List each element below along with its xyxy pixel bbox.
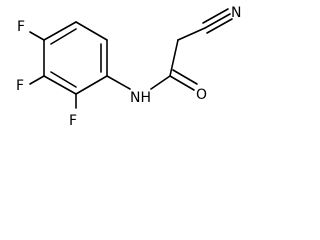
carbonyl-oxygen-label: O [196, 87, 207, 103]
ring-double-bond [50, 28, 77, 45]
structure-diagram: F F F NH O N [16, 5, 241, 129]
cc-bond [177, 27, 206, 41]
ring-bond [43, 21, 77, 41]
nitrile-triple-bond [202, 8, 229, 24]
molecule-drawing: F F F NH O N [16, 5, 241, 129]
benzene-ring [43, 21, 108, 95]
co-double-bond [169, 75, 195, 91]
ring-bond [43, 75, 77, 95]
fluorine-label-middle: F [16, 78, 24, 94]
cn-bond-aryl [106, 75, 131, 90]
co-double-bond [172, 69, 198, 85]
cc-bond [169, 39, 179, 77]
cf-bond-middle [29, 75, 45, 85]
nitrile-triple-bond [204, 13, 231, 29]
amide-nitrogen-label: NH [130, 90, 151, 106]
nitrile-triple-bond [206, 18, 233, 34]
ring-double-bond [50, 71, 77, 88]
nitrile-nitrogen-label: N [231, 5, 241, 21]
ring-bond [75, 75, 108, 95]
fluorine-label-bottom: F [69, 113, 77, 129]
cf-bond-top [29, 31, 45, 41]
fluorine-label-top: F [17, 19, 25, 35]
ring-bond [75, 21, 108, 41]
cn-bond-amide [150, 75, 171, 90]
